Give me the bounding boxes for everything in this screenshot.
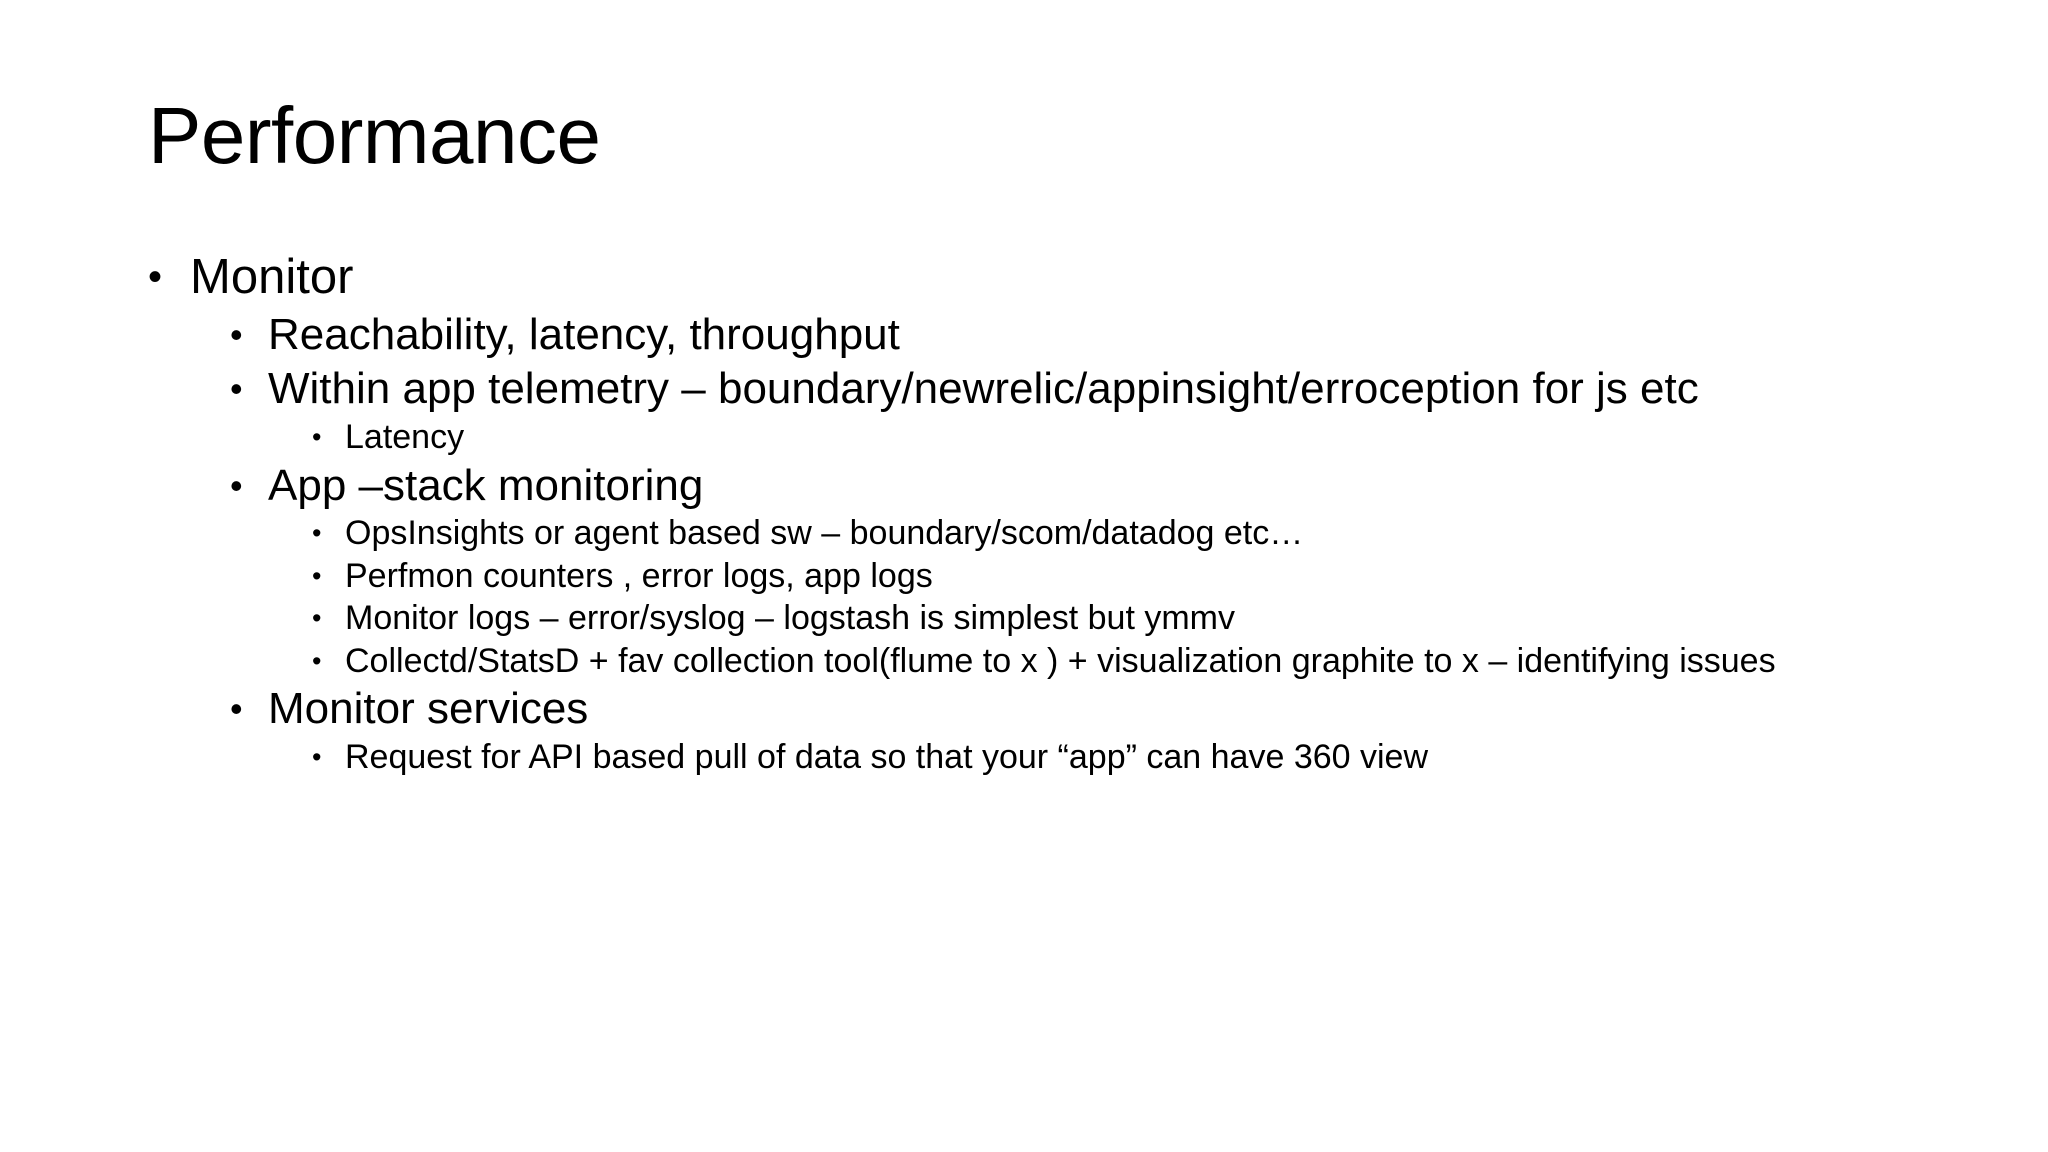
list-item: • Monitor	[148, 248, 1948, 307]
list-item: • OpsInsights or agent based sw – bounda…	[312, 513, 1948, 554]
list-item-label: Collectd/StatsD + fav collection tool(fl…	[345, 641, 1776, 680]
bullet-icon: •	[230, 464, 243, 506]
list-item-label: OpsInsights or agent based sw – boundary…	[345, 514, 1304, 553]
list-item: • Collectd/StatsD + fav collection tool(…	[312, 641, 1948, 682]
bullet-icon: •	[312, 645, 322, 676]
list-item-label: Reachability, latency, throughput	[268, 310, 900, 360]
page-title: Performance	[148, 91, 601, 180]
list-item: • App –stack monitoring	[230, 460, 1948, 513]
list-item-label: Within app telemetry – boundary/newrelic…	[268, 364, 1699, 414]
list-item: • Request for API based pull of data so …	[312, 737, 1948, 778]
bullet-icon: •	[312, 603, 322, 634]
list-item-label: Monitor logs – error/syslog – logstash i…	[345, 599, 1235, 638]
list-item-label: Request for API based pull of data so th…	[345, 738, 1429, 777]
bullet-icon: •	[312, 518, 322, 549]
bullet-icon: •	[230, 314, 243, 356]
list-item-label: Monitor services	[268, 684, 589, 734]
list-item: • Reachability, latency, throughput	[230, 309, 1948, 362]
bullet-icon: •	[312, 560, 322, 591]
list-item-label: Monitor	[190, 250, 354, 304]
list-item: • Monitor logs – error/syslog – logstash…	[312, 598, 1948, 639]
list-item: • Within app telemetry – boundary/newrel…	[230, 363, 1948, 416]
bullet-icon: •	[312, 422, 322, 453]
list-item-label: Perfmon counters , error logs, app logs	[345, 556, 933, 595]
list-item: • Latency	[312, 417, 1948, 458]
list-item-label: App –stack monitoring	[268, 460, 704, 510]
bullet-icon: •	[312, 742, 322, 773]
list-item: • Perfmon counters , error logs, app log…	[312, 556, 1948, 597]
list-item-label: Latency	[345, 418, 465, 457]
bullet-icon: •	[230, 368, 243, 410]
bullet-icon: •	[230, 688, 243, 730]
list-item: • Monitor services	[230, 683, 1948, 736]
slide-body-content: • Monitor • Reachability, latency, throu…	[148, 248, 1948, 780]
bullet-icon: •	[148, 255, 163, 299]
